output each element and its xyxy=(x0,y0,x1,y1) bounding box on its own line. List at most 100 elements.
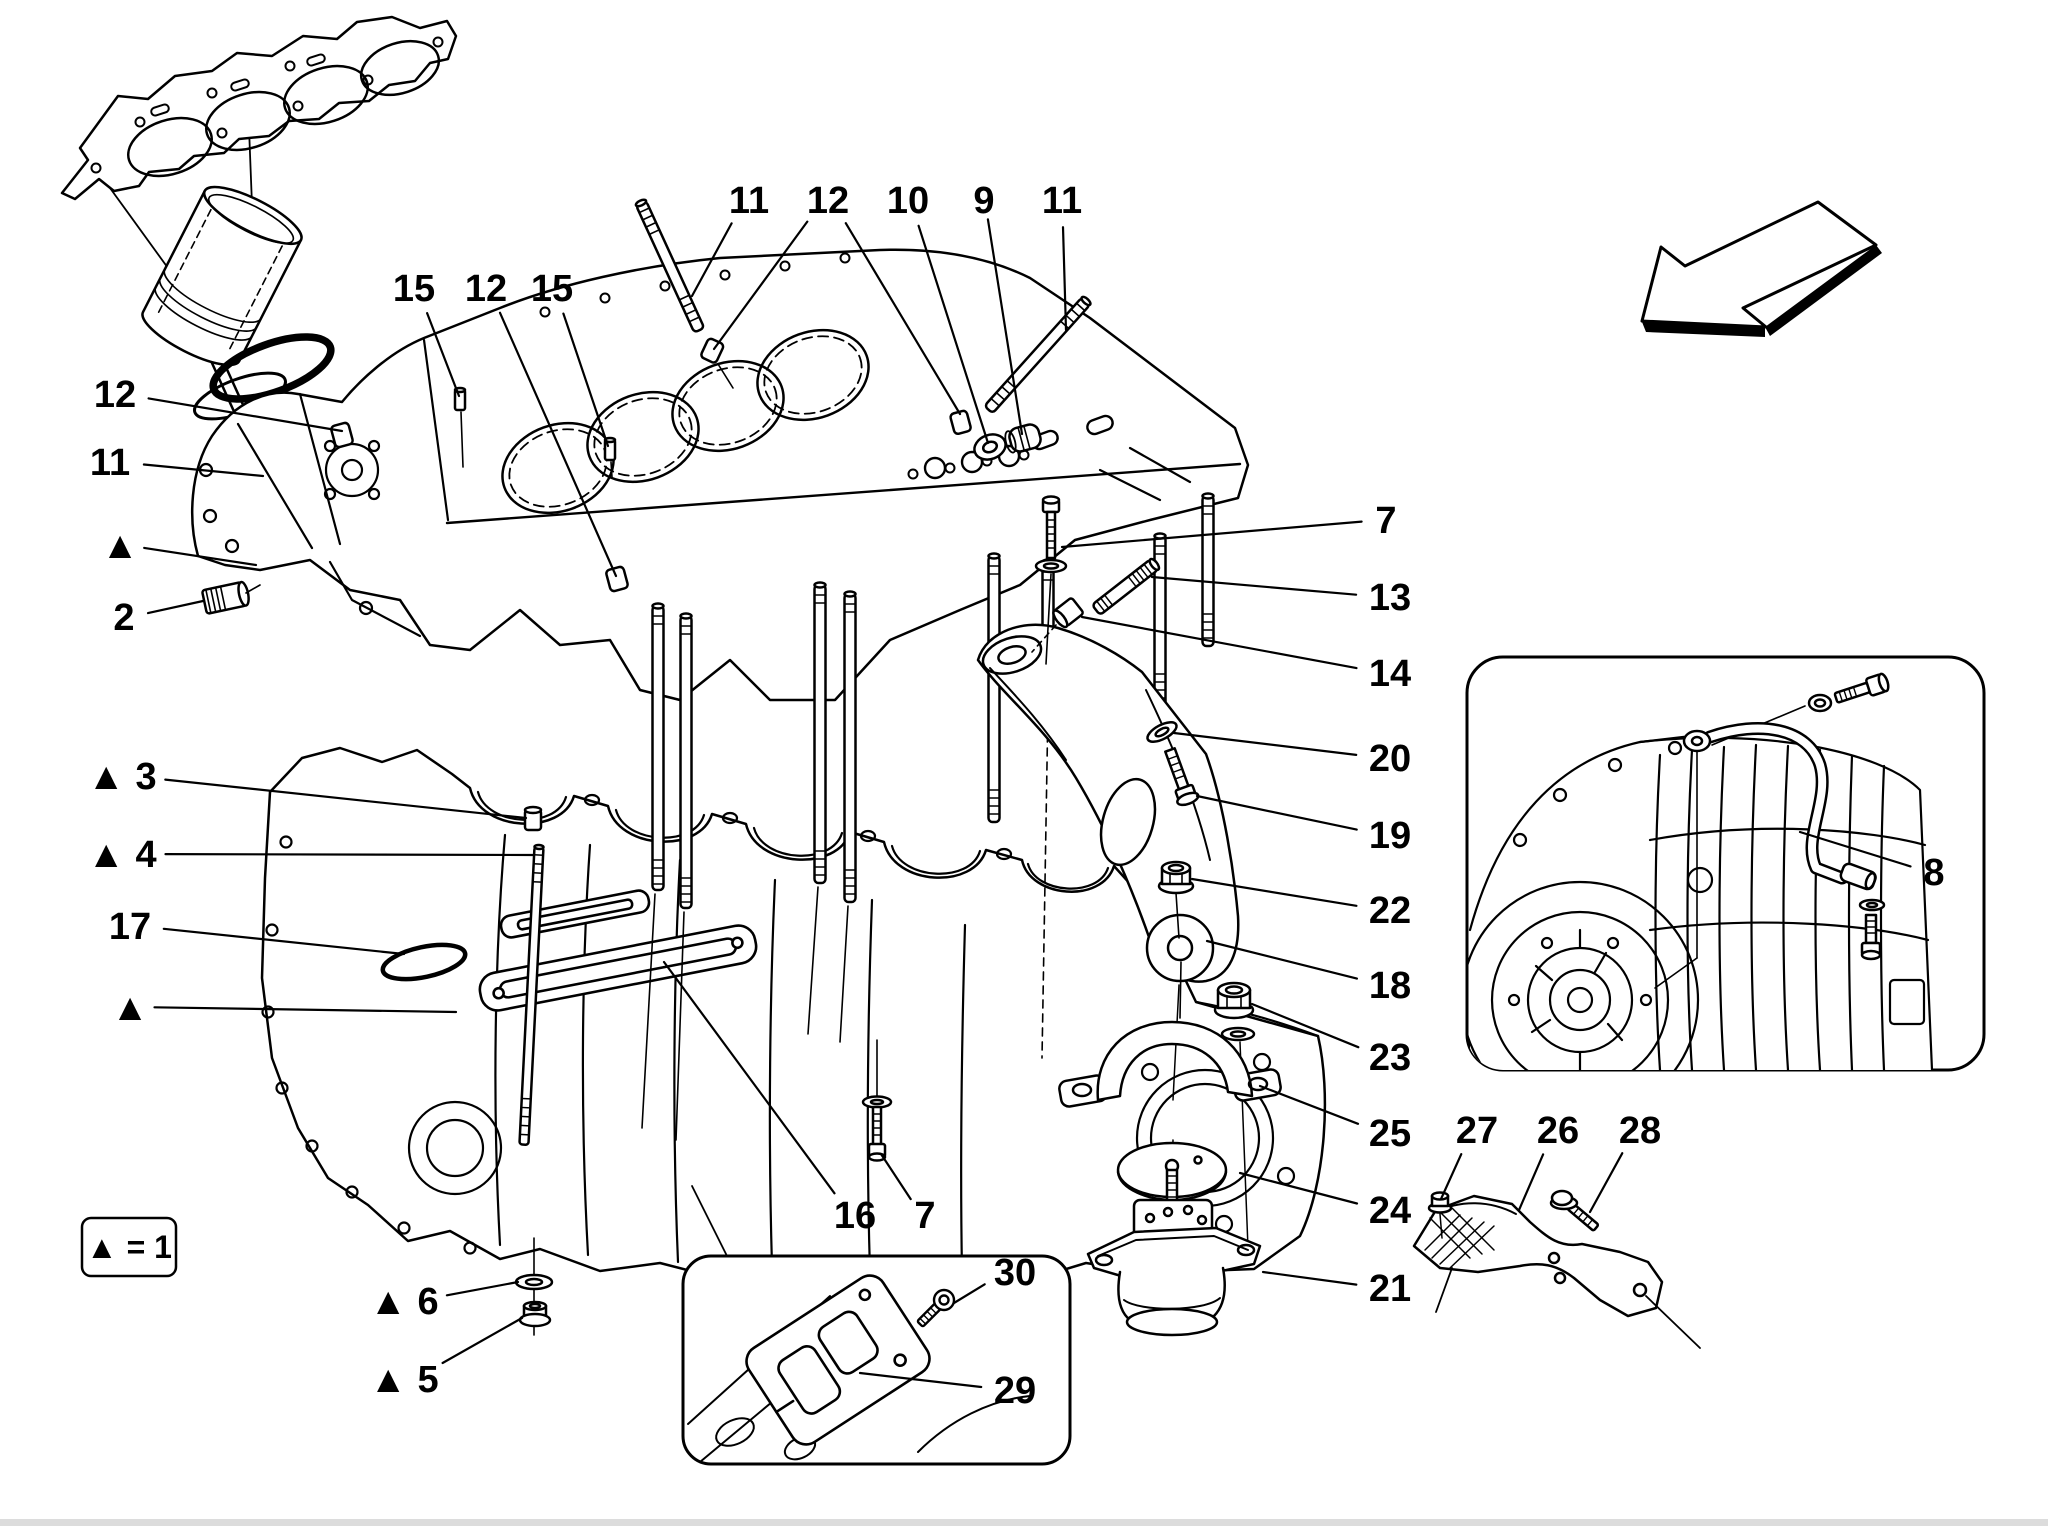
callout-11: 11 xyxy=(90,442,130,484)
stud-11-a xyxy=(634,198,705,333)
leader-line xyxy=(426,312,461,398)
callout-9: 9 xyxy=(973,180,994,222)
baffle-inset-box xyxy=(681,1185,1072,1466)
bolt-7-upper xyxy=(1034,495,1068,665)
leader-line xyxy=(986,218,1024,436)
callout-2: 2 xyxy=(113,597,134,639)
callout-▲-4: ▲ 4 xyxy=(87,834,156,876)
lower-crankcase xyxy=(260,746,1327,1285)
oil-baffle-gasket xyxy=(478,889,758,1012)
leader-line xyxy=(1190,877,1358,907)
callout-28: 28 xyxy=(1619,1110,1661,1152)
page-edge xyxy=(0,1519,2048,1526)
mount-clamp-25 xyxy=(1058,1020,1282,1108)
callout-8: 8 xyxy=(1923,852,1944,894)
washer-20 xyxy=(1146,721,1178,743)
callout-10: 10 xyxy=(887,180,929,222)
plug-9 xyxy=(1004,423,1042,454)
callout-18: 18 xyxy=(1369,965,1411,1007)
leader-line xyxy=(844,222,962,416)
callout-▲-6: ▲ 6 xyxy=(369,1281,438,1323)
leader-line xyxy=(917,224,990,445)
leader-line xyxy=(1080,615,1358,670)
main-bearing-studs xyxy=(641,492,1215,1141)
leader-line xyxy=(164,852,536,857)
leader-line xyxy=(1439,1152,1463,1201)
stud-11-b xyxy=(984,295,1092,413)
callout-30: 30 xyxy=(994,1252,1036,1294)
spacer-14 xyxy=(1031,597,1084,653)
callout-26: 26 xyxy=(1537,1110,1579,1152)
gearbox-inset-box xyxy=(1465,655,1986,1072)
direction-arrow-icon xyxy=(1640,200,1882,337)
callout-12: 12 xyxy=(94,374,136,416)
callout-20: 20 xyxy=(1369,738,1411,780)
leader-line xyxy=(1588,1152,1624,1214)
leader-line xyxy=(142,463,265,478)
leader-line xyxy=(662,960,836,1195)
leader-line xyxy=(498,311,618,578)
callout-27: 27 xyxy=(1456,1110,1498,1152)
leader-line xyxy=(1195,794,1358,831)
callout-19: 19 xyxy=(1369,815,1411,857)
callout-16: 16 xyxy=(834,1195,876,1237)
callout-11: 11 xyxy=(729,180,769,222)
upper-crankcase xyxy=(191,248,1250,702)
leader-line xyxy=(952,1283,986,1305)
leader-line xyxy=(690,222,733,298)
baffle-plate-29 xyxy=(745,1274,931,1446)
callout-12: 12 xyxy=(807,180,849,222)
leader-line xyxy=(1205,939,1359,980)
stud-13 xyxy=(1092,557,1161,615)
leader-line xyxy=(441,1316,524,1365)
leader-line xyxy=(153,1006,458,1014)
bolt-7-lower xyxy=(861,1039,893,1162)
leader-line xyxy=(1172,731,1358,757)
leader-line xyxy=(1061,226,1068,332)
nut-5 xyxy=(518,1300,552,1328)
callout-25: 25 xyxy=(1369,1113,1411,1155)
callout-12: 12 xyxy=(465,268,507,310)
callout-11: 11 xyxy=(1042,180,1082,222)
spacer-12-c xyxy=(330,421,354,449)
dowel-15-a xyxy=(453,386,467,468)
leader-line xyxy=(445,1280,520,1297)
callout-7: 7 xyxy=(914,1195,935,1237)
bolt-19 xyxy=(1164,747,1200,807)
callout-21: 21 xyxy=(1369,1268,1411,1310)
callout-29: 29 xyxy=(994,1370,1036,1412)
hose-bolt xyxy=(1807,672,1890,713)
callout-▲-3: ▲ 3 xyxy=(87,756,156,798)
leader-line xyxy=(879,1152,912,1201)
leader-line xyxy=(1150,575,1358,596)
callout-13: 13 xyxy=(1369,577,1411,619)
leader-line xyxy=(162,927,406,956)
callout-17: 17 xyxy=(109,906,151,948)
head-gasket xyxy=(60,15,458,201)
leader-line xyxy=(164,778,528,820)
bolt-30 xyxy=(916,1288,956,1328)
callout-7: 7 xyxy=(1375,500,1396,542)
leader-line xyxy=(1798,830,1912,868)
bracket-26 xyxy=(1412,1189,1701,1349)
hose-8 xyxy=(1654,672,1890,989)
leader-line xyxy=(143,546,258,567)
callout-14: 14 xyxy=(1369,653,1411,695)
callout-▲: ▲ xyxy=(101,525,139,567)
stud-4 xyxy=(518,843,545,1146)
leader-line xyxy=(712,220,809,351)
leader-line xyxy=(858,1371,983,1389)
callout-23: 23 xyxy=(1369,1037,1411,1079)
callout-15: 15 xyxy=(531,268,573,310)
leader-line xyxy=(1060,520,1363,549)
bolt-28 xyxy=(1549,1189,1600,1232)
spacer-3 xyxy=(523,805,543,832)
legend-box: ▲ = 1 xyxy=(80,1216,178,1278)
leader-line xyxy=(147,397,344,433)
leader-line xyxy=(1261,1270,1358,1286)
callout-▲-5: ▲ 5 xyxy=(369,1359,438,1401)
legend-text: ▲ = 1 xyxy=(86,1229,172,1265)
